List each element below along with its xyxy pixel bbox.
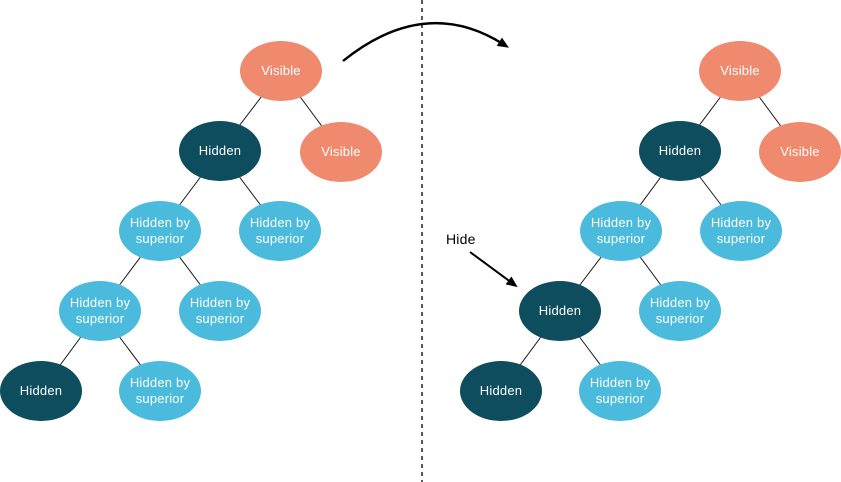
tree-node-visible: Visible <box>699 41 781 101</box>
tree-node-hidden-by-superior: Hidden by superior <box>639 281 721 341</box>
tree-node-label: Hidden <box>479 382 523 398</box>
tree-node-label: Hidden <box>538 302 582 318</box>
tree-node-hidden-by-superior: Hidden by superior <box>119 361 201 421</box>
tree-node-hidden: Hidden <box>460 361 542 421</box>
tree-node-hidden-by-superior: Hidden by superior <box>700 201 782 261</box>
tree-node-hidden-by-superior: Hidden by superior <box>59 281 141 341</box>
tree-node-hidden-by-superior: Hidden by superior <box>580 201 662 261</box>
tree-node-label: Hidden by superior <box>649 294 711 326</box>
tree-node-label: Visible <box>780 143 820 159</box>
tree-node-hidden: Hidden <box>639 121 721 181</box>
tree-node-label: Hidden by superior <box>129 214 191 246</box>
tree-node-hidden-by-superior: Hidden by superior <box>579 361 661 421</box>
tree-node-hidden-by-superior: Hidden by superior <box>119 201 201 261</box>
tree-node-label: Visible <box>720 62 760 78</box>
tree-node-label: Hidden by superior <box>189 294 251 326</box>
tree-node-label: Visible <box>261 62 301 78</box>
hide-arrow <box>469 251 518 288</box>
tree-node-hidden: Hidden <box>179 121 261 181</box>
tree-node-label: Hidden <box>19 382 63 398</box>
tree-node-label: Visible <box>321 143 361 159</box>
tree-node-label: Hidden <box>198 142 242 158</box>
tree-node-label: Hidden by superior <box>249 214 311 246</box>
tree-node-label: Hidden by superior <box>590 214 652 246</box>
tree-node-label: Hidden by superior <box>69 294 131 326</box>
tree-node-visible: Visible <box>759 122 841 182</box>
tree-node-label: Hidden by superior <box>589 374 651 406</box>
tree-node-hidden: Hidden <box>519 281 601 341</box>
tree-node-label: Hidden by superior <box>710 214 772 246</box>
tree-node-label: Hidden <box>658 142 702 158</box>
transform-arrow <box>342 21 509 62</box>
tree-node-hidden: Hidden <box>0 361 82 421</box>
hide-action-label: Hide <box>446 231 476 247</box>
tree-node-visible: Visible <box>240 41 322 101</box>
tree-node-label: Hidden by superior <box>129 374 191 406</box>
tree-node-hidden-by-superior: Hidden by superior <box>239 201 321 261</box>
tree-node-visible: Visible <box>300 122 382 182</box>
tree-node-hidden-by-superior: Hidden by superior <box>179 281 261 341</box>
